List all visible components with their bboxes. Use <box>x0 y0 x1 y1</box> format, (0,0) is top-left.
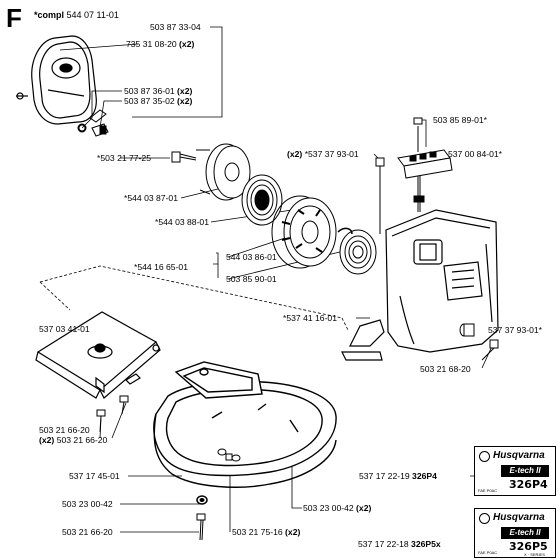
handle-parts <box>77 109 109 137</box>
part-label: 537 17 22-18 326P5x <box>358 539 441 549</box>
part-label: *544 16 65-01 <box>134 262 188 272</box>
starter-cover <box>16 35 97 125</box>
spring-clip <box>337 227 353 235</box>
part-label: 537 37 93-01* <box>488 325 542 335</box>
part-label: 503 21 75-16 (x2) <box>232 527 301 537</box>
part-label: 537 03 41-01 <box>39 324 90 334</box>
compl-number: 544 07 11-01 <box>66 10 119 20</box>
bushing-537-37-93-01 <box>459 323 475 337</box>
flywheel-pulley <box>271 195 337 269</box>
part-label: 503 23 00-42 <box>62 499 113 509</box>
part-label: 503 85 89-01* <box>433 115 487 125</box>
starter-pulley <box>196 143 251 201</box>
decal-code: FAE P0AC <box>478 550 498 555</box>
recoil-spring <box>339 229 377 275</box>
dashed-frame <box>39 265 349 331</box>
part-label: 503 23 00-42 (x2) <box>303 503 372 513</box>
harness-pad <box>153 361 337 488</box>
part-label: 537 17 45-01 <box>69 471 120 481</box>
part-label: 503 87 35-02 (x2) <box>124 96 193 106</box>
decal-model: 326P4 <box>509 478 548 491</box>
decal-note: X · SERIES <box>524 552 545 557</box>
screw-503-21-68-20 <box>481 339 499 361</box>
part-label: (x2) *537 37 93-01 <box>287 149 359 159</box>
decal-326p5x: Husqvarna E-tech II 326P5 X · SERIES FAE… <box>474 508 556 558</box>
part-label: 503 21 68-20 <box>420 364 471 374</box>
part-label: 544 03 86-01 <box>226 252 277 262</box>
knob-503-85-89-01 <box>413 117 423 152</box>
part-label: *503 21 77-25 <box>97 153 151 163</box>
compl-prefix: *compl <box>34 10 65 20</box>
support-plate <box>35 311 161 399</box>
decal-brand: Husqvarna <box>493 450 545 461</box>
part-label: 537 00 84-01* <box>448 149 502 159</box>
throttle-handle <box>397 149 453 212</box>
starter-spring-disc <box>241 174 283 226</box>
part-label: 503 85 90-01 <box>226 274 277 284</box>
complete-assembly-label: *compl 544 07 11-01 <box>34 10 119 21</box>
decal-326p4: Husqvarna E-tech II 326P4 FAE P0AC <box>474 446 556 496</box>
decal-model: 326P5 <box>509 540 548 553</box>
husqvarna-crown-icon <box>479 451 490 462</box>
spacer-537-37-93-01 <box>375 157 385 234</box>
part-label: 503 21 66-20 <box>62 527 113 537</box>
fan-housing <box>341 209 499 361</box>
decal-series: E-tech II <box>501 465 549 477</box>
part-label: *537 41 16-01 <box>283 313 337 323</box>
decal-series: E-tech II <box>501 527 549 539</box>
pad-fasteners <box>217 448 241 462</box>
screw-503-21-66-20-bottom <box>196 513 206 541</box>
screws-left <box>96 395 129 433</box>
part-label: 503 87 36-01 (x2) <box>124 86 193 96</box>
part-label: (x2) 503 21 66-20 <box>39 435 108 445</box>
part-label: 537 17 22-19 326P4 <box>359 471 437 481</box>
section-letter: F <box>6 3 22 33</box>
part-label: *544 03 87-01 <box>124 193 178 203</box>
part-label: 503 87 33-04 <box>150 22 201 32</box>
washer-503-23-00-42 <box>196 495 208 505</box>
husqvarna-crown-icon <box>479 513 490 524</box>
decal-code: FAE P0AC <box>478 488 498 493</box>
part-label: *544 03 88-01 <box>155 217 209 227</box>
part-label: 503 21 66-20 <box>39 425 90 435</box>
decal-brand: Husqvarna <box>493 512 545 523</box>
screw-503-21-77-25 <box>171 151 197 163</box>
part-label: 735 31 08-20 (x2) <box>126 39 195 49</box>
